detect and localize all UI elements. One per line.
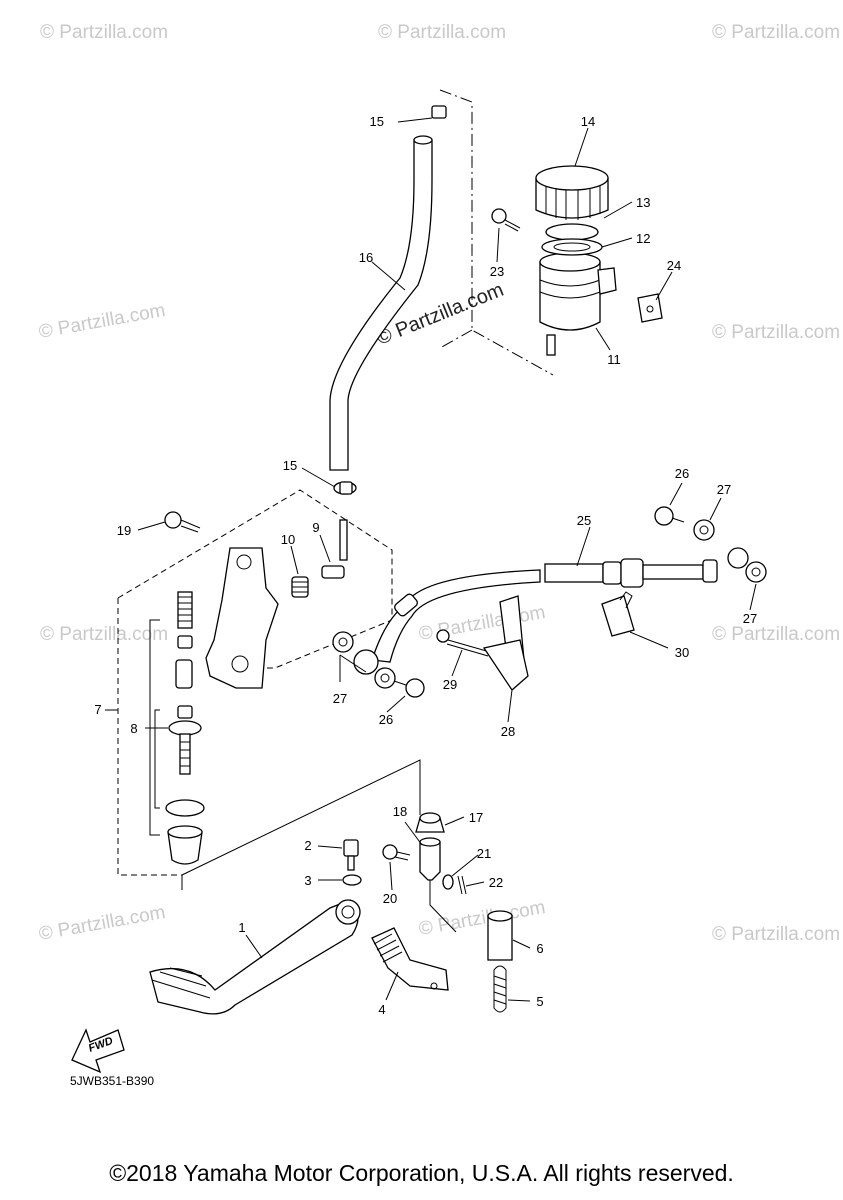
reservoir-assembly — [439, 89, 663, 376]
watermark-top-center: © Partzilla.com — [378, 22, 506, 43]
pedal-assembly — [149, 759, 513, 1015]
callout-14: 14 — [581, 114, 595, 129]
callout-13: 13 — [636, 195, 650, 210]
callout-26-right: 26 — [675, 466, 689, 481]
callout-3: 3 — [304, 873, 311, 888]
callout-labels: 15 14 13 12 24 23 11 16 15 19 10 9 7 8 2… — [94, 114, 757, 1017]
callout-5: 5 — [536, 994, 543, 1009]
watermark-top-right: © Partzilla.com — [712, 22, 840, 43]
watermark-bottom-right: © Partzilla.com — [712, 924, 840, 945]
callout-2: 2 — [304, 838, 311, 853]
watermark-bottom-center: © Partzilla.com — [417, 897, 547, 940]
watermark-lower-left: © Partzilla.com — [40, 624, 168, 645]
copyright-notice: ©2018 Yamaha Motor Corporation, U.S.A. A… — [109, 1160, 734, 1186]
callout-11: 11 — [607, 352, 621, 367]
callout-17: 17 — [469, 810, 483, 825]
callout-16: 16 — [359, 250, 373, 265]
brake-hose-assembly — [332, 506, 767, 698]
callout-21: 21 — [477, 846, 491, 861]
diagram-code: 5JWB351-B390 — [70, 1074, 155, 1088]
callout-23: 23 — [490, 264, 504, 279]
master-cylinder-assembly — [105, 489, 393, 876]
watermark-lower-center: © Partzilla.com — [417, 602, 547, 645]
watermark-bottom-left: © Partzilla.com — [37, 902, 167, 945]
callout-27-right: 27 — [743, 611, 757, 626]
callout-19: 19 — [117, 523, 131, 538]
callout-30: 30 — [675, 645, 689, 660]
callout-18: 18 — [393, 804, 407, 819]
callout-25: 25 — [577, 513, 591, 528]
callout-27-top: 27 — [717, 482, 731, 497]
callout-6: 6 — [536, 941, 543, 956]
callout-24: 24 — [667, 258, 681, 273]
callout-15-top: 15 — [370, 114, 384, 129]
callout-12: 12 — [636, 231, 650, 246]
watermark-mid-left: © Partzilla.com — [37, 300, 167, 343]
watermark-mid-right: © Partzilla.com — [712, 322, 840, 343]
callout-4: 4 — [378, 1002, 385, 1017]
watermark-top-left: © Partzilla.com — [40, 22, 168, 43]
callout-29: 29 — [443, 677, 457, 692]
callout-10: 10 — [281, 532, 295, 547]
callout-20: 20 — [383, 891, 397, 906]
callout-15-bottom: 15 — [283, 458, 297, 473]
callout-27-left: 27 — [333, 691, 347, 706]
callout-9: 9 — [312, 520, 319, 535]
watermark-lower-right: © Partzilla.com — [712, 624, 840, 645]
callout-26-left: 26 — [379, 712, 393, 727]
callout-8: 8 — [130, 721, 137, 736]
callout-22: 22 — [489, 875, 503, 890]
fwd-arrow-icon: FWD — [71, 1028, 125, 1074]
callout-7: 7 — [94, 702, 101, 717]
hose-assembly — [329, 105, 447, 495]
leader-lines — [137, 117, 757, 1002]
callout-1: 1 — [238, 920, 245, 935]
callout-28: 28 — [501, 724, 515, 739]
